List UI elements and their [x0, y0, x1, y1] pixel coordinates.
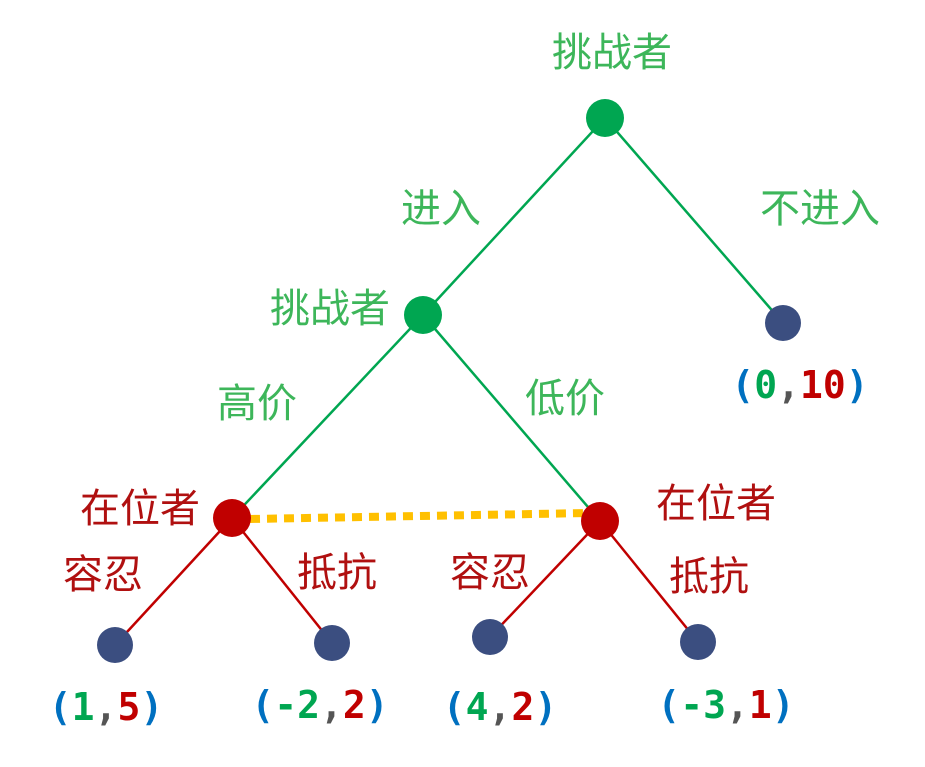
root-player-label: 挑战者 — [552, 30, 672, 76]
right-incumbent-label: 在位者 — [656, 481, 776, 527]
terminal-not-enter — [765, 305, 801, 341]
action-low-price-label: 低价 — [525, 376, 605, 422]
terminal-high-resist — [314, 625, 350, 661]
root-node — [586, 99, 624, 137]
action-left-resist-label: 抵抗 — [297, 550, 377, 596]
action-not-enter-label: 不进入 — [760, 186, 880, 232]
second-node — [404, 296, 442, 334]
second-player-label: 挑战者 — [270, 286, 390, 332]
action-enter-label: 进入 — [401, 186, 481, 232]
right-incumbent-node — [581, 502, 619, 540]
payoff-high-tolerate: (1,5) — [49, 685, 163, 729]
edge-left-tolerate — [114, 517, 233, 646]
left-incumbent-label: 在位者 — [80, 486, 200, 532]
edge-high-price — [231, 314, 424, 519]
action-left-tolerate-label: 容忍 — [63, 552, 143, 598]
payoff-not-enter: (0,10) — [731, 363, 868, 407]
payoff-low-resist: (-3,1) — [657, 683, 794, 727]
action-right-resist-label: 抵抗 — [669, 554, 749, 600]
left-incumbent-node — [213, 499, 251, 537]
terminal-low-tolerate — [472, 619, 508, 655]
edge-left-resist — [231, 517, 333, 644]
terminal-low-resist — [680, 624, 716, 660]
terminal-high-tolerate — [97, 627, 133, 663]
information-set-line — [249, 509, 591, 523]
edge-right-resist — [599, 520, 699, 643]
action-high-price-label: 高价 — [217, 381, 297, 427]
payoff-high-resist: (-2,2) — [251, 683, 388, 727]
edge-right-tolerate — [489, 520, 601, 638]
payoff-low-tolerate: (4,2) — [443, 685, 557, 729]
edge-low-price — [422, 314, 601, 522]
action-right-tolerate-label: 容忍 — [450, 550, 530, 596]
edge-not-enter — [604, 117, 784, 324]
edge-enter — [422, 117, 606, 316]
